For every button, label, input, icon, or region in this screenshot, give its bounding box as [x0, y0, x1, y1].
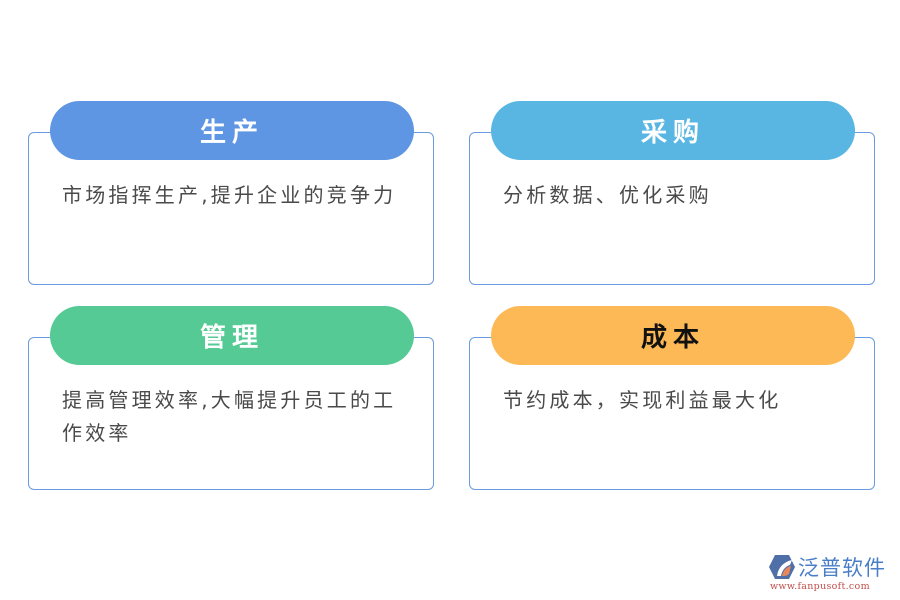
card-production-header: 生产 [50, 101, 414, 160]
card-procurement-description: 分析数据、优化采购 [503, 183, 712, 207]
card-production-description: 市场指挥生产,提升企业的竞争力 [62, 183, 397, 207]
brand-url: www.fanpusoft.com [770, 581, 870, 592]
card-management-description: 提高管理效率,大幅提升员工的工作效率 [62, 388, 397, 445]
fanpu-logo-icon [769, 555, 795, 579]
card-production-title: 生产 [199, 118, 264, 148]
brand-logo: 泛普软件 www.fanpusoft.com [768, 552, 896, 592]
card-cost-title: 成本 [640, 323, 705, 353]
card-cost-description: 节约成本，实现利益最大化 [503, 388, 782, 412]
card-procurement-header: 采购 [491, 101, 855, 160]
card-management-header: 管理 [50, 306, 414, 365]
brand-name: 泛普软件 [798, 556, 886, 580]
card-cost-header: 成本 [491, 306, 855, 365]
card-procurement-title: 采购 [640, 118, 705, 148]
card-management-title: 管理 [199, 323, 264, 353]
